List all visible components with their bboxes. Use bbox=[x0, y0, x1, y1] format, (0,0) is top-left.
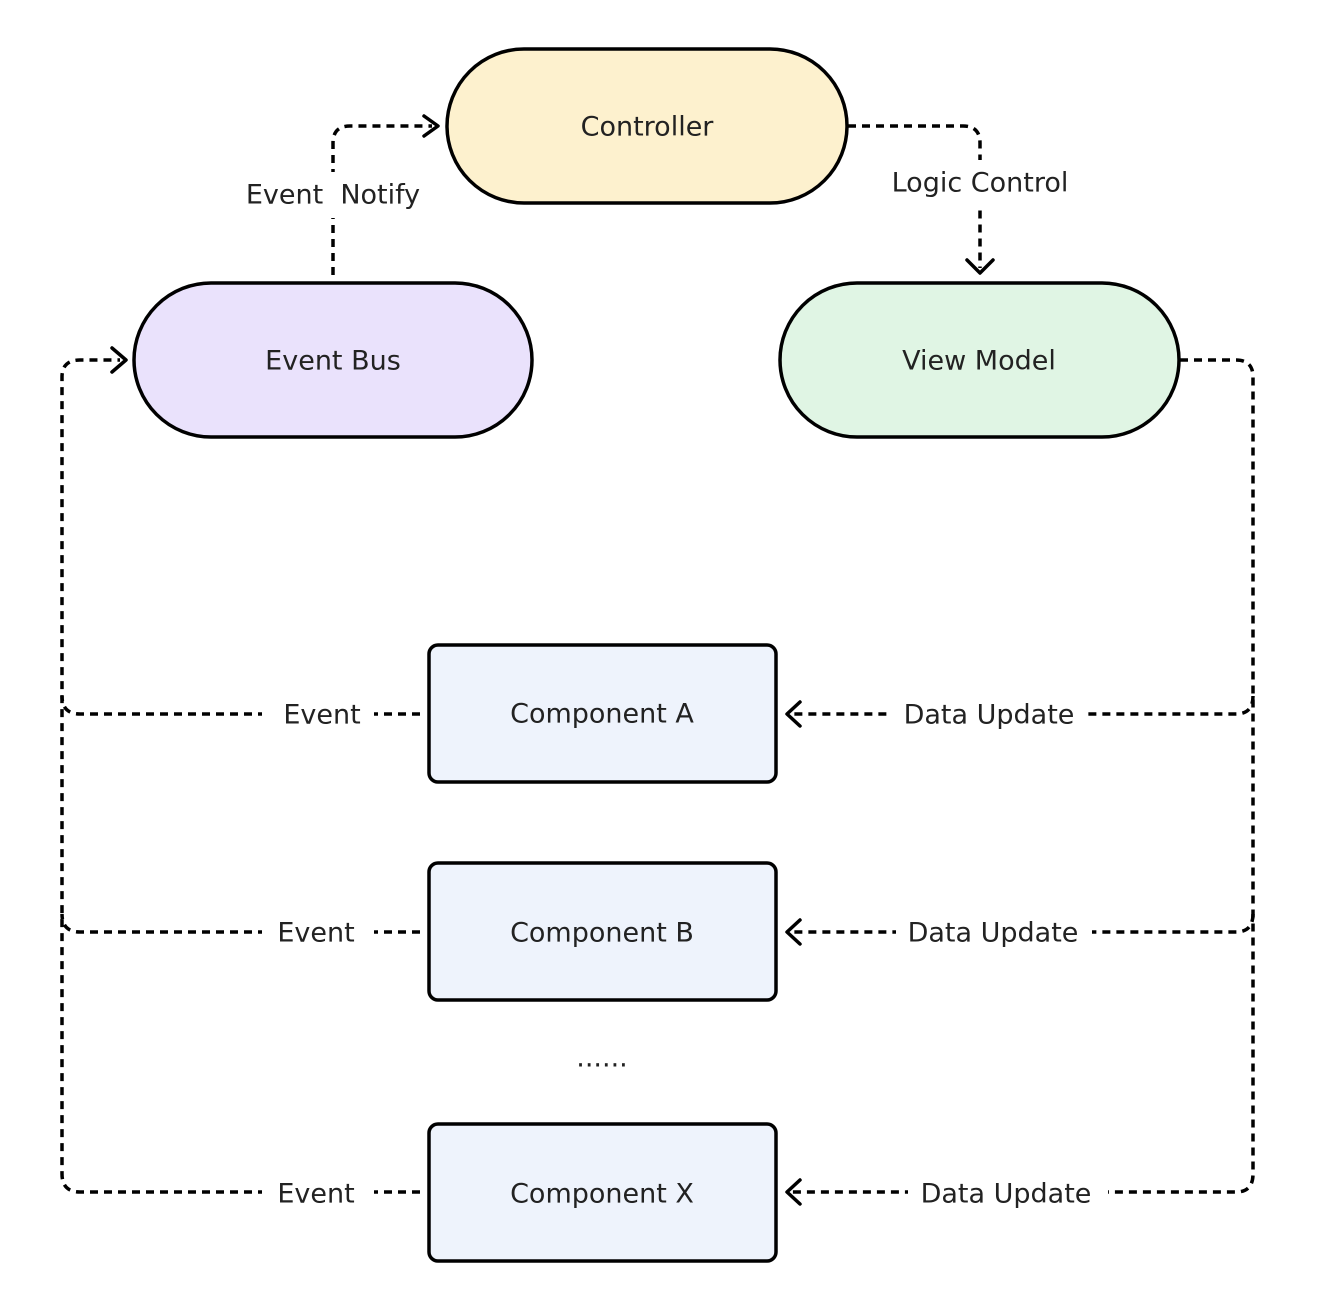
edge-label-event-notify: Event Notify bbox=[246, 180, 420, 211]
node-component-x[interactable]: Component X bbox=[427, 1122, 778, 1263]
node-component-a-label: Component A bbox=[510, 699, 694, 730]
node-controller[interactable]: Controller bbox=[445, 47, 849, 205]
node-view-model[interactable]: View Model bbox=[778, 281, 1181, 439]
edge-data-updates bbox=[785, 358, 1255, 1206]
node-event-bus[interactable]: Event Bus bbox=[132, 281, 534, 439]
node-component-b-label: Component B bbox=[510, 918, 694, 949]
ellipsis-label: ...... bbox=[576, 1043, 628, 1074]
edge-label-event-x: Event bbox=[277, 1179, 354, 1210]
node-event-bus-label: Event Bus bbox=[265, 346, 401, 377]
node-component-a[interactable]: Component A bbox=[427, 643, 778, 784]
edge-events-to-event-bus bbox=[60, 346, 420, 1194]
node-component-x-label: Component X bbox=[510, 1179, 694, 1210]
node-controller-shape bbox=[445, 47, 849, 205]
node-view-model-label: View Model bbox=[902, 346, 1056, 377]
edge-label-data-update-a: Data Update bbox=[904, 700, 1075, 731]
arrowhead-icon bbox=[965, 258, 995, 275]
edge-label-data-update-x: Data Update bbox=[921, 1179, 1092, 1210]
node-component-b[interactable]: Component B bbox=[427, 861, 778, 1002]
node-component-a-shape bbox=[427, 643, 778, 784]
arrowhead-icon bbox=[785, 700, 802, 728]
arrowhead-icon bbox=[422, 114, 440, 138]
edge-logic-control bbox=[848, 124, 995, 275]
edge-label-logic-control: Logic Control bbox=[892, 168, 1069, 199]
arrowhead-icon bbox=[785, 918, 802, 946]
node-component-x-shape bbox=[427, 1122, 778, 1263]
node-controller-label: Controller bbox=[581, 112, 715, 143]
node-event-bus-shape bbox=[132, 281, 534, 439]
edge-event-notify bbox=[331, 114, 440, 275]
arrowhead-icon bbox=[785, 1178, 802, 1206]
node-view-model-shape bbox=[778, 281, 1181, 439]
edge-label-data-update-b: Data Update bbox=[908, 918, 1079, 949]
edge-label-event-a: Event bbox=[283, 700, 360, 731]
edge-label-event-b: Event bbox=[277, 918, 354, 949]
arrowhead-icon bbox=[110, 346, 128, 374]
node-component-b-shape bbox=[427, 861, 778, 1002]
